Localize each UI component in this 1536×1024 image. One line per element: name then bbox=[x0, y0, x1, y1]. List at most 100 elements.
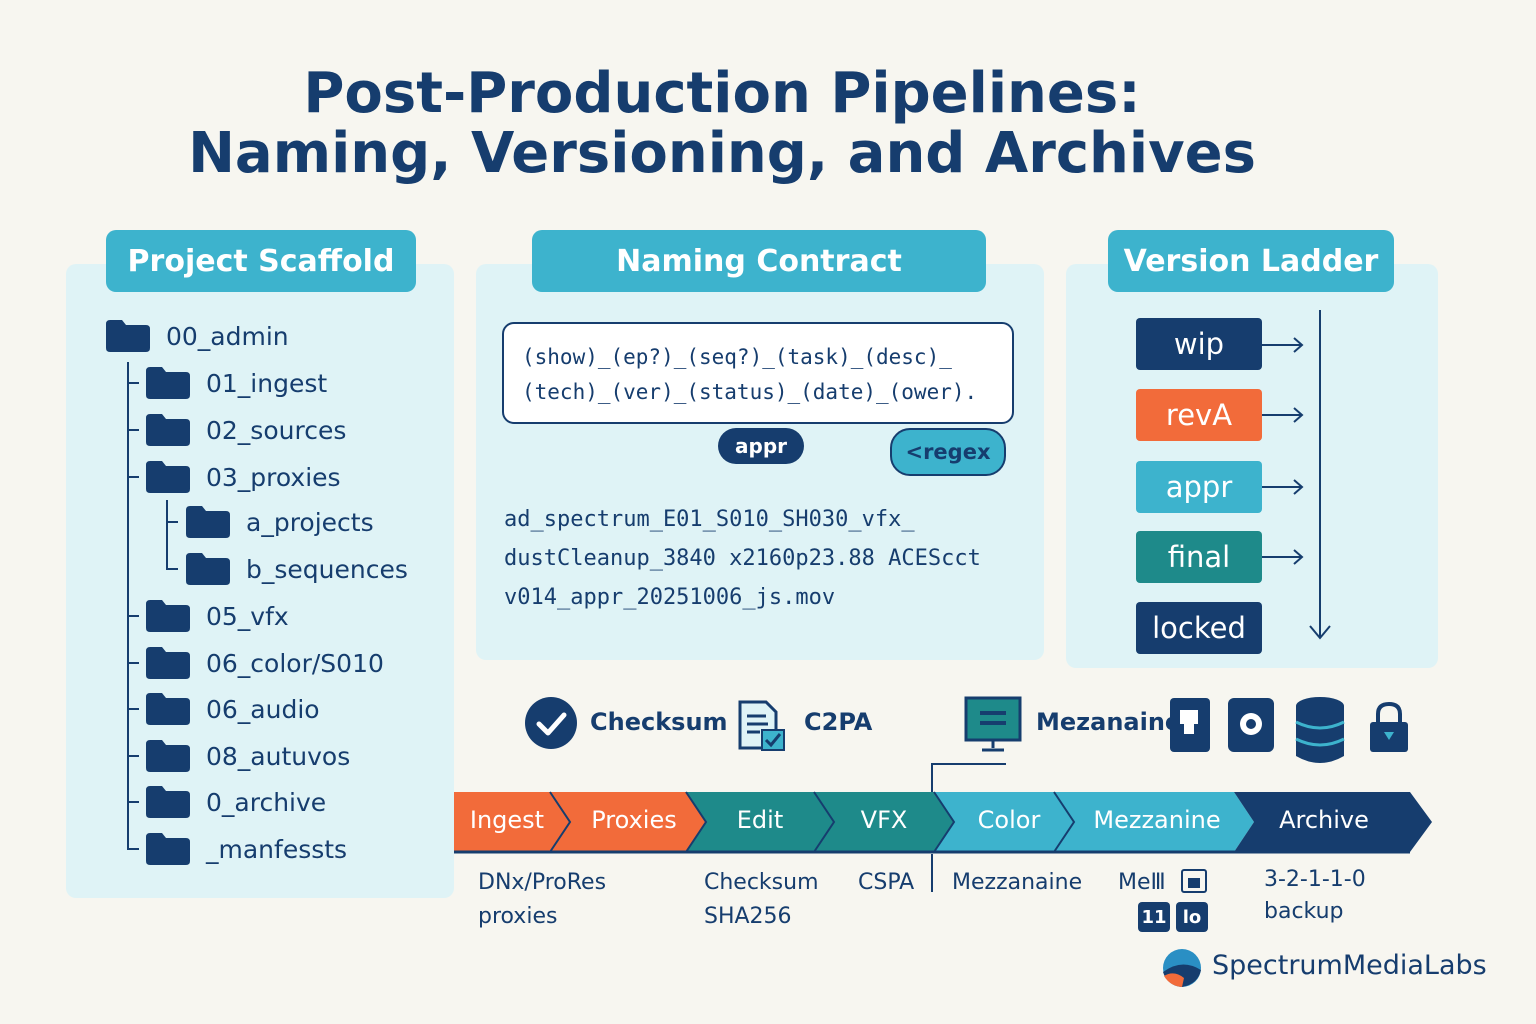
checksum-label: Checksum bbox=[590, 708, 728, 736]
folder-icon bbox=[146, 693, 190, 725]
tree-branch bbox=[166, 500, 168, 570]
folder-icon bbox=[146, 600, 190, 632]
folder-row[interactable]: 08_autuvos bbox=[146, 736, 350, 776]
note-ingest: DNx/ProRes proxies bbox=[478, 866, 606, 934]
folder-icon bbox=[186, 553, 230, 585]
naming-pattern-box: (show)_(ep?)_(seq?)_(task)_(desc)_ (tech… bbox=[502, 322, 1014, 424]
folder-row[interactable]: 06_color/S010 bbox=[146, 643, 384, 683]
folder-icon bbox=[146, 461, 190, 493]
folder-label: 06_audio bbox=[206, 694, 320, 724]
note-color: Mezzanaine bbox=[952, 870, 1083, 895]
folder-row[interactable]: 05_vfx bbox=[146, 596, 289, 636]
example-line-1: ad_spectrum_E01_S010_SH030_vfx_ bbox=[504, 507, 915, 532]
folder-label: 00_admin bbox=[166, 321, 289, 351]
note-archive-line-2: backup bbox=[1264, 899, 1344, 924]
folder-row[interactable]: 02_sources bbox=[146, 410, 346, 450]
pipeline-divider bbox=[931, 854, 933, 892]
scaffold-panel bbox=[66, 264, 454, 898]
folder-row[interactable]: a_projects bbox=[186, 502, 374, 542]
naming-heading: Naming Contract bbox=[532, 230, 986, 292]
folder-label: _manfessts bbox=[206, 834, 348, 864]
tree-tick bbox=[127, 615, 139, 617]
stage-edit: Edit bbox=[736, 806, 784, 834]
folder-row[interactable]: 03_proxies bbox=[146, 457, 341, 497]
pattern-line-1: (show)_(ep?)_(seq?)_(task)_(desc)_ bbox=[522, 345, 952, 369]
note-vfx: CSPA bbox=[858, 870, 915, 895]
folder-icon bbox=[146, 833, 190, 865]
brand-name: SpectrumMediaLabs bbox=[1212, 950, 1487, 981]
disk-icon bbox=[1228, 698, 1274, 752]
folder-label: 0_archive bbox=[206, 787, 327, 817]
example-line-3: v014_appr_20251006_js.mov bbox=[504, 585, 836, 610]
folder-row[interactable]: 06_audio bbox=[146, 689, 320, 729]
folder-label: 06_color/S010 bbox=[206, 648, 384, 678]
tree-tick bbox=[127, 476, 139, 478]
mezzanine-label: Mezanaine bbox=[1036, 708, 1182, 736]
version-locked: locked bbox=[1136, 602, 1262, 654]
tree-tick bbox=[127, 708, 139, 710]
regex-tag: <regex bbox=[890, 428, 1006, 476]
connector-line bbox=[931, 763, 1006, 796]
stage-archive: Archive bbox=[1279, 806, 1369, 834]
database-icon bbox=[1295, 697, 1345, 763]
stage-vfx: VFX bbox=[860, 806, 908, 834]
version-wip: wip bbox=[1136, 318, 1262, 370]
note-ingest-line-1: DNx/ProRes bbox=[478, 870, 607, 895]
stage-color: Color bbox=[977, 806, 1041, 834]
folder-icon bbox=[146, 647, 190, 679]
folder-label: b_sequences bbox=[246, 554, 408, 584]
tree-tick bbox=[166, 568, 178, 570]
stage-mezzanine: Mezzanine bbox=[1093, 806, 1221, 834]
folder-icon bbox=[146, 367, 190, 399]
mezz-badge-1: 11 bbox=[1138, 902, 1170, 932]
folder-label: a_projects bbox=[246, 507, 374, 537]
folder-icon bbox=[146, 786, 190, 818]
tree-tick bbox=[127, 429, 139, 431]
pipeline-arrow bbox=[454, 791, 1432, 854]
page-title-line1: Post-Production Pipelines: bbox=[303, 61, 1141, 126]
note-edit-line-1: Checksum bbox=[704, 870, 819, 895]
mezz-badge-2: lo bbox=[1176, 902, 1208, 932]
example-filename: ad_spectrum_E01_S010_SH030_vfx_ dustClea… bbox=[504, 500, 981, 617]
note-archive: 3-2-1-1-0 backup bbox=[1264, 864, 1366, 928]
folder-icon bbox=[146, 414, 190, 446]
document-check-icon bbox=[738, 700, 785, 751]
folder-row[interactable]: 00_admin bbox=[106, 316, 289, 356]
pattern-line-2: (tech)_(ver)_(status)_(date)_(ower). bbox=[522, 380, 978, 404]
version-reva: revA bbox=[1136, 389, 1262, 441]
folder-label: 01_ingest bbox=[206, 368, 328, 398]
folder-label: 03_proxies bbox=[206, 462, 341, 492]
folder-icon bbox=[106, 320, 150, 352]
c2pa-label: C2PA bbox=[804, 708, 873, 736]
tree-tick bbox=[127, 662, 139, 664]
tree-tick bbox=[166, 521, 178, 523]
stage-ingest: Ingest bbox=[469, 806, 545, 834]
folder-label: 02_sources bbox=[206, 415, 347, 445]
drive-icon bbox=[1170, 698, 1210, 752]
appr-tag: appr bbox=[718, 428, 804, 464]
note-edit-line-2: SHA256 bbox=[704, 904, 792, 929]
ladder-heading: Version Ladder bbox=[1108, 230, 1394, 292]
example-line-2: dustCleanup_3840 x2160p23.88 ACEScct bbox=[504, 546, 981, 571]
tree-tick bbox=[127, 755, 139, 757]
folder-row[interactable]: _manfessts bbox=[146, 829, 347, 869]
checksum-icon bbox=[525, 697, 577, 749]
folder-row[interactable]: b_sequences bbox=[186, 549, 408, 589]
folder-icon bbox=[186, 506, 230, 538]
tree-tick bbox=[127, 382, 139, 384]
note-archive-line-1: 3-2-1-1-0 bbox=[1264, 867, 1366, 892]
archive-box-icon bbox=[1181, 869, 1207, 893]
lock-icon bbox=[1370, 701, 1408, 752]
note-edit: Checksum SHA256 bbox=[704, 866, 819, 934]
scaffold-heading: Project Scaffold bbox=[106, 230, 416, 292]
monitor-icon bbox=[964, 696, 1022, 752]
page-title-line2: Naming, Versioning, and Archives bbox=[188, 121, 1256, 186]
folder-icon bbox=[146, 740, 190, 772]
tree-tick bbox=[127, 801, 139, 803]
folder-label: 05_vfx bbox=[206, 601, 289, 631]
note-ingest-line-2: proxies bbox=[478, 904, 558, 929]
folder-row[interactable]: 0_archive bbox=[146, 782, 326, 822]
folder-row[interactable]: 01_ingest bbox=[146, 363, 327, 403]
version-final: final bbox=[1136, 531, 1262, 583]
tree-tick bbox=[127, 848, 139, 850]
